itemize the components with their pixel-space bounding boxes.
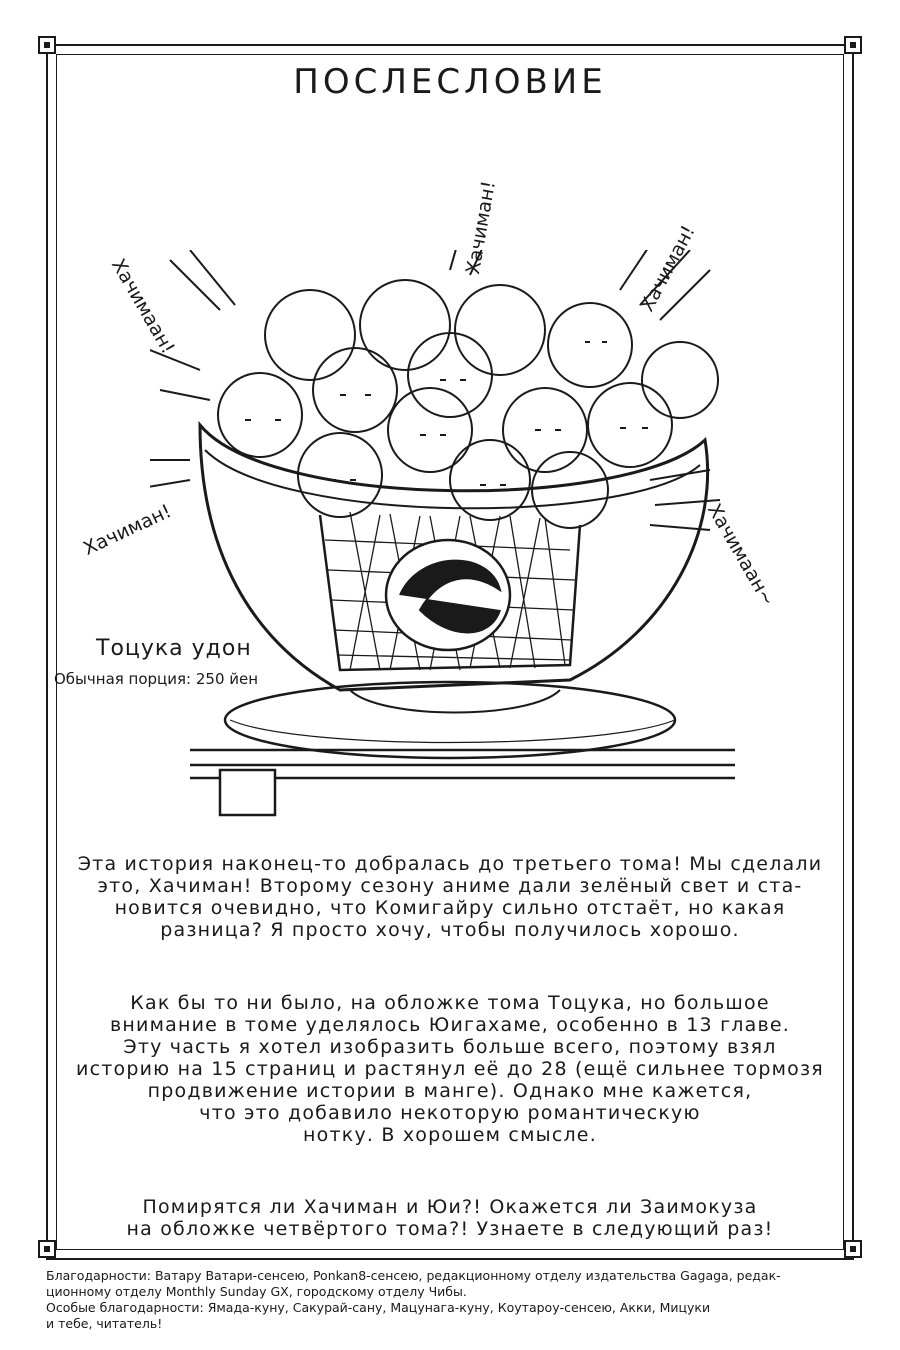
frame-corner-ornament <box>844 1240 862 1258</box>
page-title: ПОСЛЕСЛОВИЕ <box>293 62 607 102</box>
page-frame <box>46 44 854 1260</box>
afterword-paragraph: Как бы то ни было, на обложке тома Тоцук… <box>76 992 824 1146</box>
frame-corner-ornament <box>844 36 862 54</box>
afterword-paragraph: Помирятся ли Хачиман и Юи?! Окажется ли … <box>126 1196 774 1240</box>
dish-price: Обычная порция: 250 йен <box>54 670 259 688</box>
udon-bowl-illustration <box>150 250 735 817</box>
frame-corner-ornament <box>38 36 56 54</box>
acknowledgements: Благодарности: Ватару Ватари-сенсею, Pon… <box>46 1268 781 1331</box>
page-frame-inner <box>56 54 844 1250</box>
dish-name: Тоцука удон <box>96 636 252 661</box>
afterword-paragraph: Эта история наконец-то добралась до трет… <box>77 853 823 941</box>
frame-corner-ornament <box>38 1240 56 1258</box>
